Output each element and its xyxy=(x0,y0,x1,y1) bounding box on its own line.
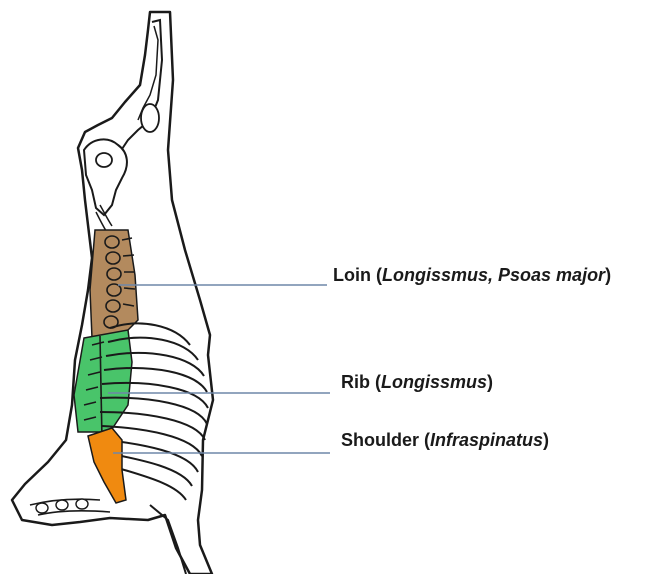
loin-cut-name: Loin xyxy=(333,265,371,285)
shoulder-label: Shoulder (Infraspinatus) xyxy=(341,431,549,449)
rib-cut-name: Rib xyxy=(341,372,370,392)
hip-socket xyxy=(96,153,112,167)
shoulder-muscle-name: Infraspinatus xyxy=(430,430,543,450)
loin-muscle-name: Longissmus, Psoas major xyxy=(382,265,605,285)
rib-muscle-name: Longissmus xyxy=(381,372,487,392)
knee-joint xyxy=(141,104,159,132)
shoulder-cut-name: Shoulder xyxy=(341,430,419,450)
rib-label: Rib (Longissmus) xyxy=(341,373,493,391)
loin-label: Loin (Longissmus, Psoas major) xyxy=(333,266,611,284)
